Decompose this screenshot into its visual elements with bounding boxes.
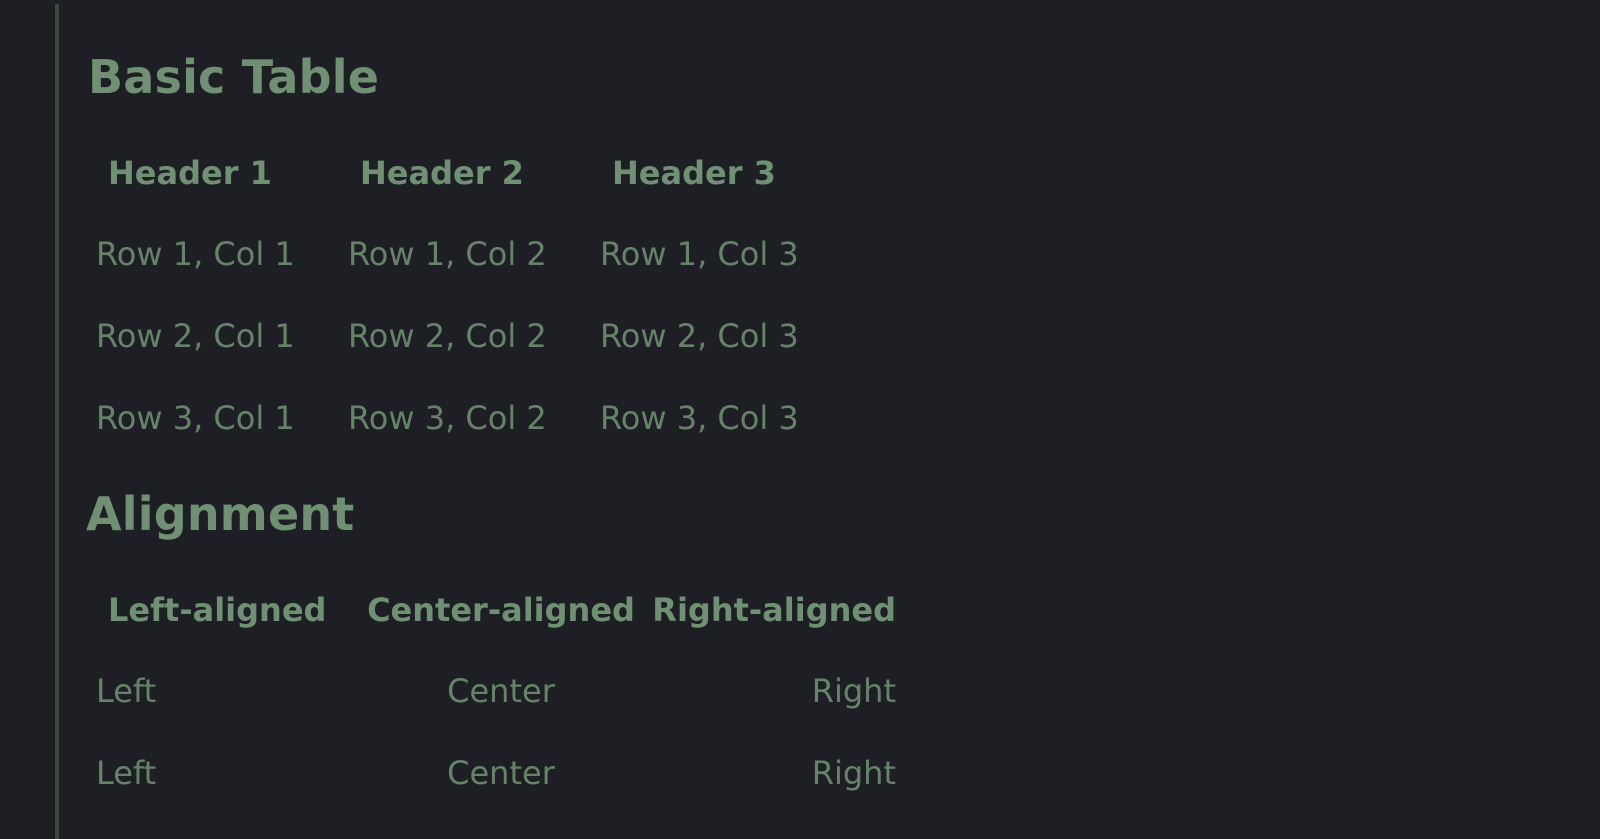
table-header-cell: Header 1 (108, 154, 272, 192)
table-cell: Right (811, 754, 896, 792)
table-cell: Row 2, Col 2 (348, 317, 547, 355)
table-cell: Center (447, 754, 555, 792)
table-cell: Row 1, Col 3 (600, 235, 799, 273)
blockquote-rule (55, 4, 59, 839)
table-cell: Row 3, Col 1 (96, 399, 295, 437)
table-header-row: Header 1 Header 2 Header 3 (96, 133, 852, 213)
alignment-table: Left-aligned Center-aligned Right-aligne… (96, 570, 896, 814)
table-cell: Row 3, Col 2 (348, 399, 547, 437)
table-cell: Left (96, 754, 157, 792)
table-header-row: Left-aligned Center-aligned Right-aligne… (96, 570, 896, 650)
basic-table: Header 1 Header 2 Header 3 Row 1, Col 1 … (96, 133, 852, 459)
table-row: Row 3, Col 1 Row 3, Col 2 Row 3, Col 3 (96, 377, 852, 459)
table-cell: Row 3, Col 3 (600, 399, 799, 437)
table-cell: Row 2, Col 1 (96, 317, 295, 355)
table-row: Left Center Right (96, 650, 896, 732)
table-cell: Center (447, 672, 555, 710)
table-cell: Right (811, 672, 896, 710)
table-header-cell: Header 3 (612, 154, 776, 192)
table-cell: Left (96, 672, 157, 710)
table-cell: Row 1, Col 2 (348, 235, 547, 273)
heading-alignment: Alignment (86, 487, 355, 541)
table-header-cell: Header 2 (360, 154, 524, 192)
table-row: Row 1, Col 1 Row 1, Col 2 Row 1, Col 3 (96, 213, 852, 295)
table-cell: Row 2, Col 3 (600, 317, 799, 355)
table-header-cell: Center-aligned (367, 591, 635, 629)
table-cell: Row 1, Col 1 (96, 235, 295, 273)
heading-basic-table: Basic Table (88, 50, 380, 104)
table-row: Row 2, Col 1 Row 2, Col 2 Row 2, Col 3 (96, 295, 852, 377)
table-header-cell: Right-aligned (652, 591, 896, 629)
table-row: Left Center Right (96, 732, 896, 814)
table-header-cell: Left-aligned (108, 591, 327, 629)
